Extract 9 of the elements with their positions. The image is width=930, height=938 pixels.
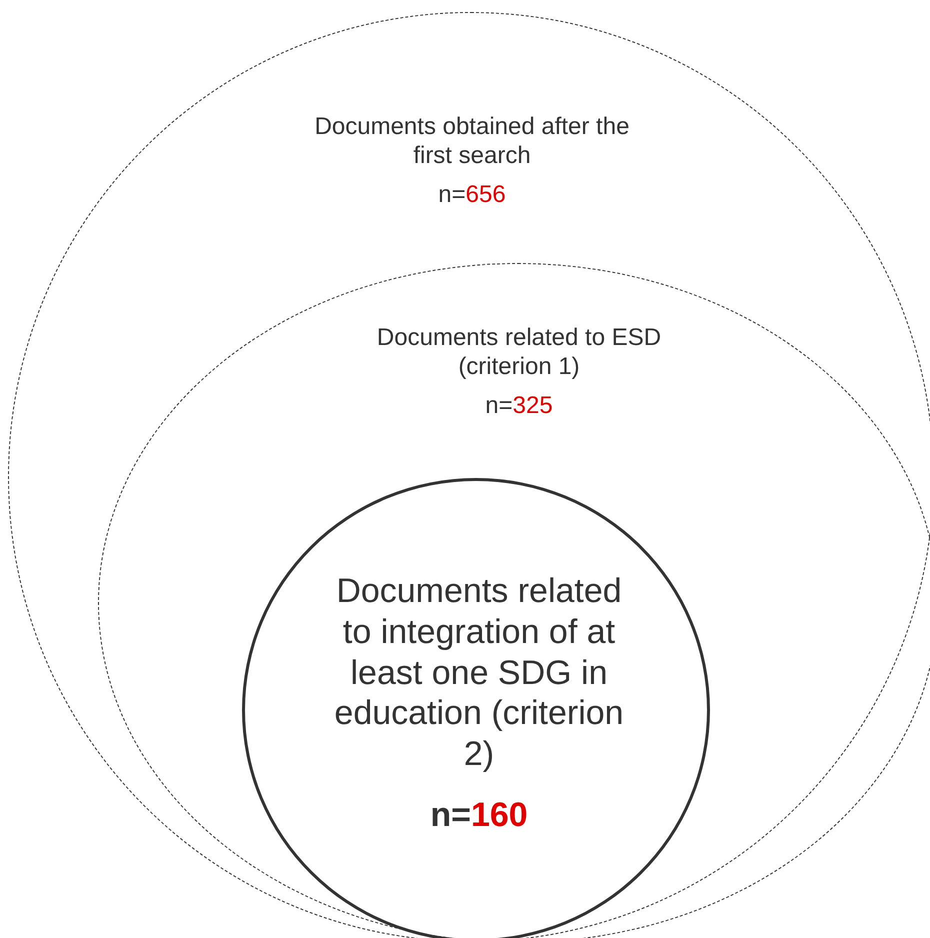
count-label: n=325 [484, 392, 554, 421]
set-description: Documents related to integration of at least one SDG in education (criterion 2) [333, 571, 625, 775]
set-circle [8, 12, 930, 938]
set-circle [98, 263, 930, 938]
set-circle [242, 478, 710, 938]
set-description: Documents related to ESD (criterion 1) [376, 324, 662, 382]
set-description: Documents obtained after the first search [314, 113, 630, 171]
count-label: n=160 [429, 795, 529, 836]
count-label: n=656 [437, 181, 507, 210]
